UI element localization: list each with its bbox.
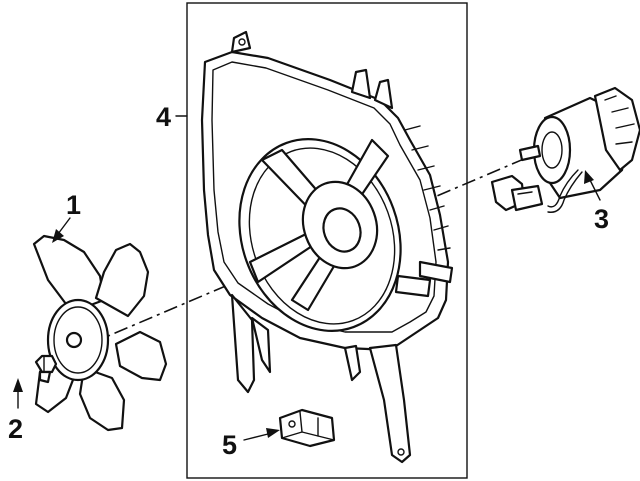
callout-arrow-3 (584, 170, 601, 201)
fan-shroud (200, 30, 454, 464)
callout-number-3: 3 (594, 204, 609, 234)
bracket (278, 408, 336, 448)
callout-arrow-2 (13, 378, 23, 409)
callout-number-5: 5 (222, 430, 237, 460)
fan-blade (32, 234, 168, 432)
callout-number-4: 4 (156, 102, 171, 132)
callout-arrow-5 (243, 428, 280, 441)
callout-number-2: 2 (8, 414, 23, 444)
callout-number-1: 1 (66, 190, 81, 220)
fan-motor (490, 86, 640, 213)
assembly-frame-box (186, 2, 468, 479)
callout-arrow-1 (52, 217, 71, 243)
fan-nut (34, 354, 58, 384)
